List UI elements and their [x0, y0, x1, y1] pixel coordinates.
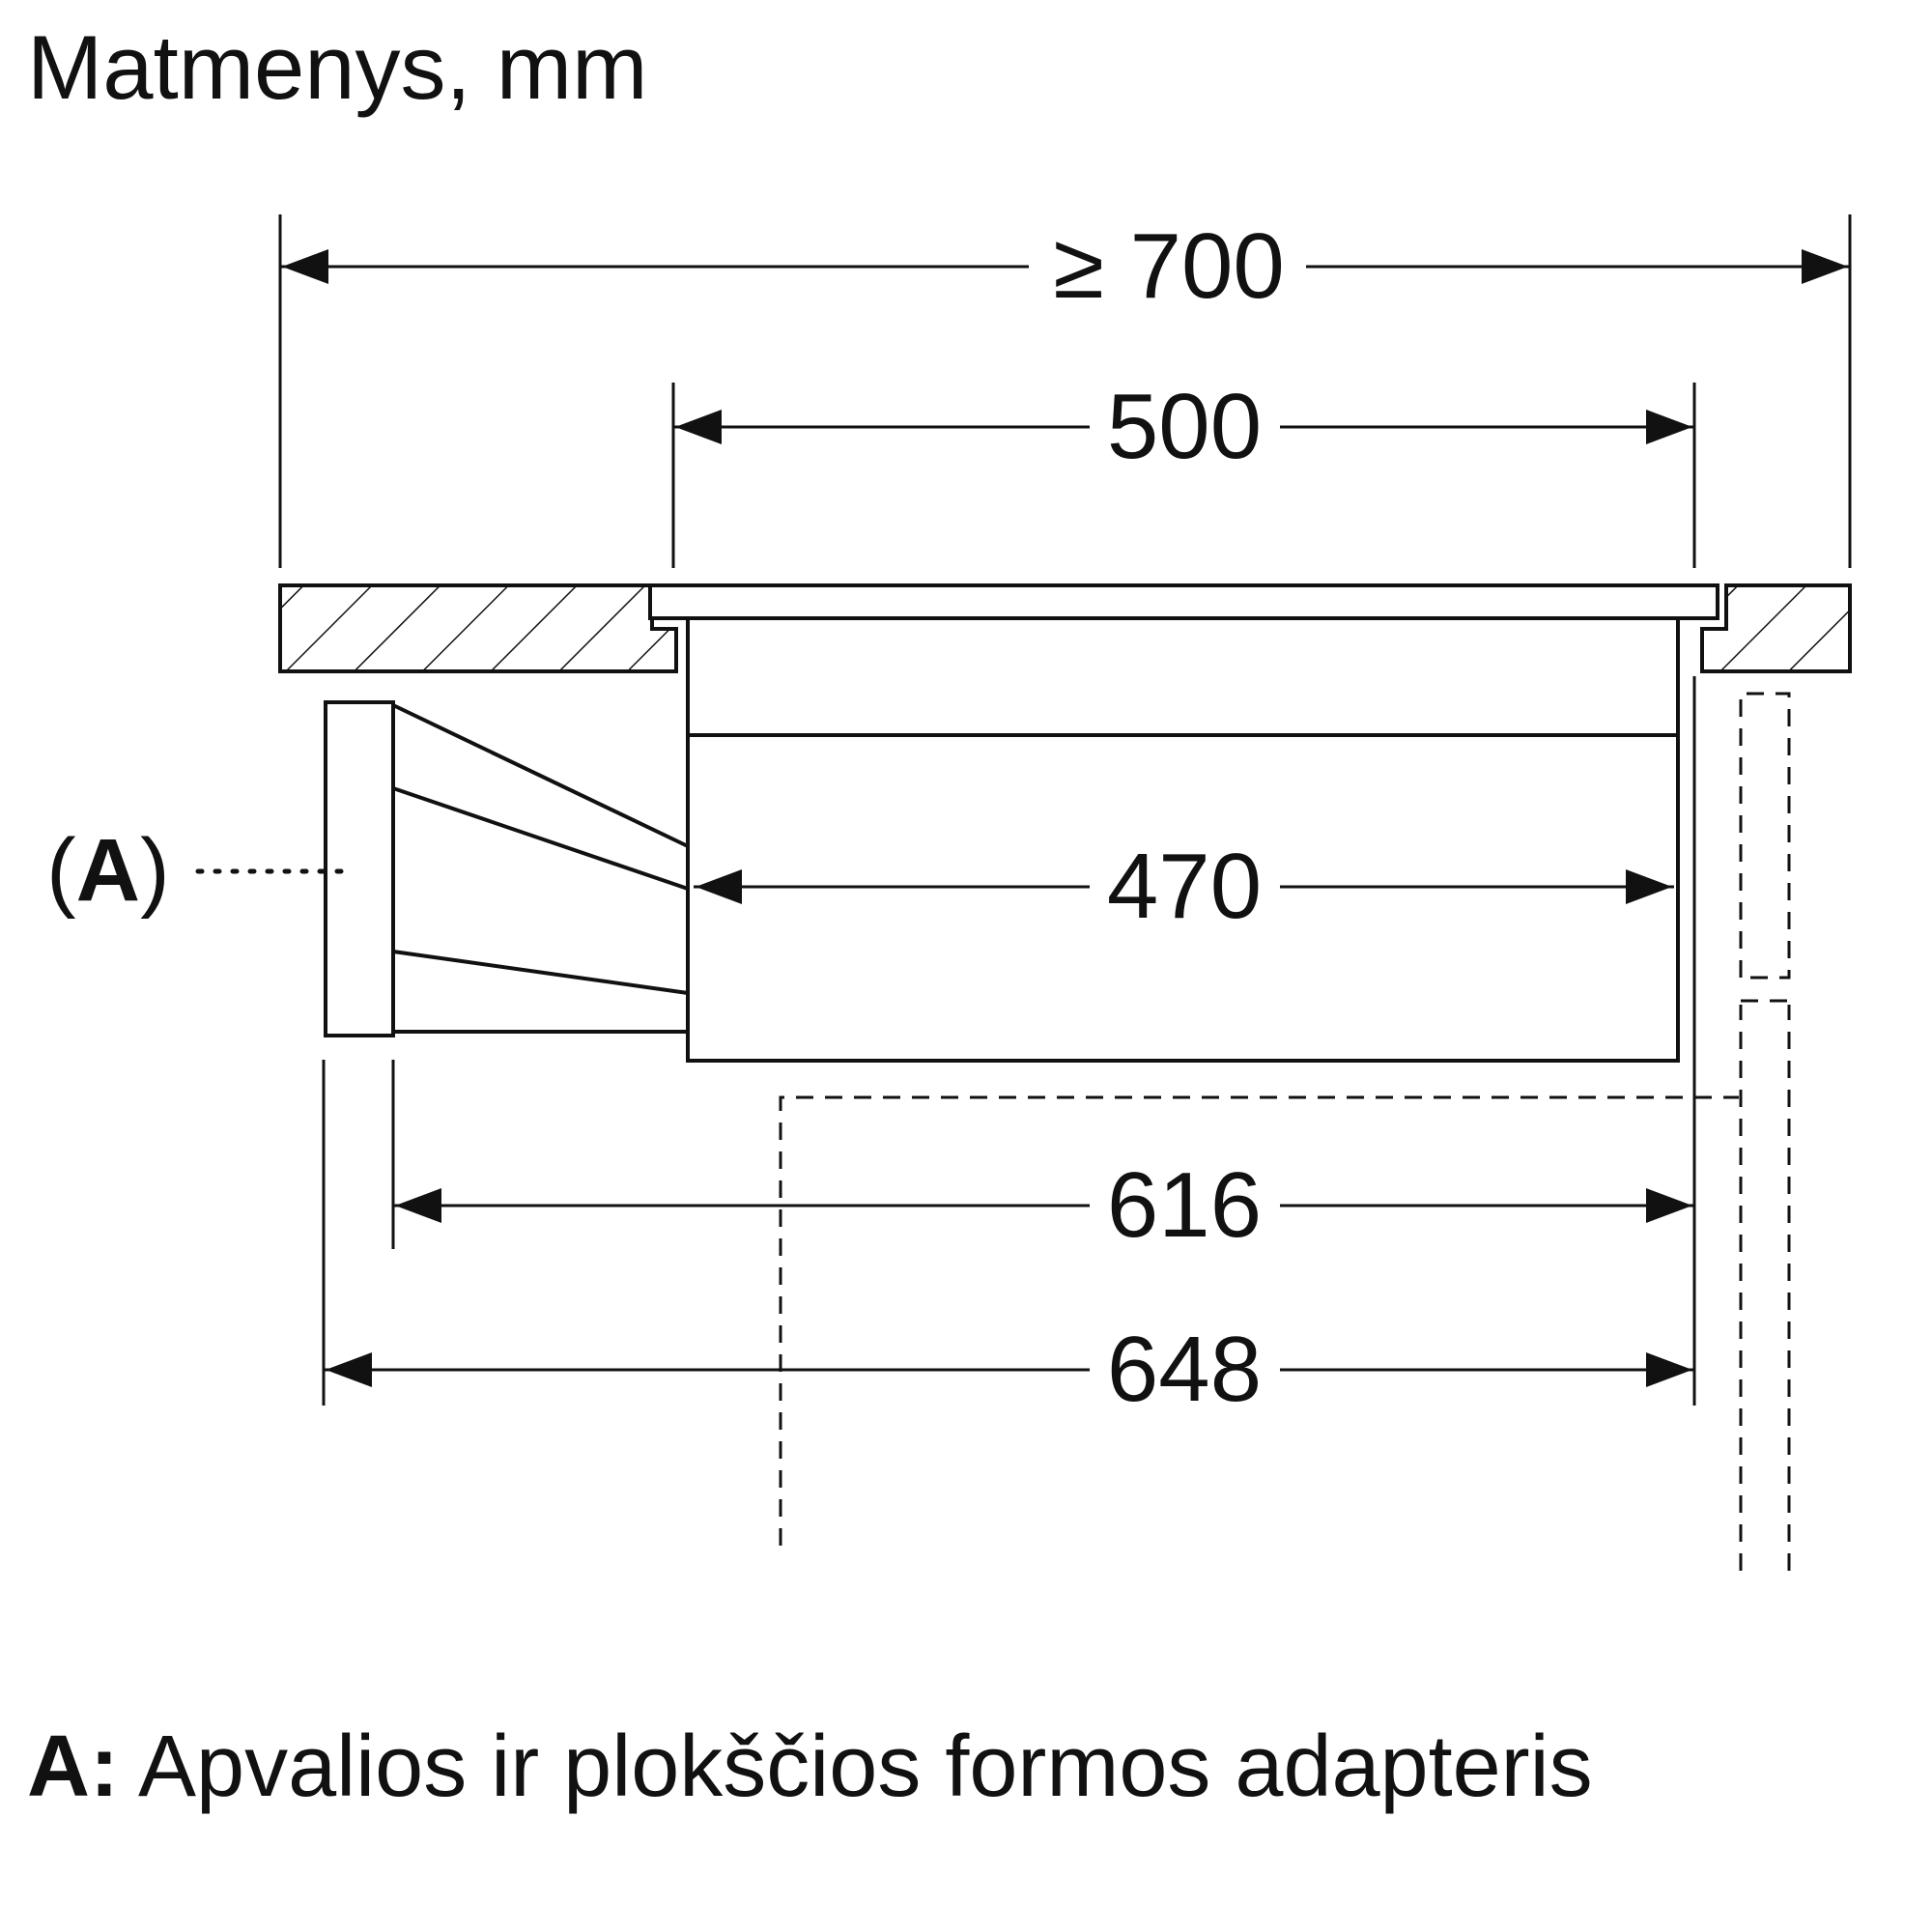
hob-body — [686, 616, 1680, 1063]
callout-open-paren: ( — [46, 821, 76, 920]
dimension-cutout-width: 500 — [673, 375, 1694, 478]
callout-a: (A) — [46, 821, 346, 920]
legend: A: Apvalios ir plokščios formos adapteri… — [27, 1719, 1593, 1815]
cabinet-outline-dashed — [779, 692, 1791, 1571]
page-title: Matmenys, mm — [27, 16, 648, 118]
dimension-overall-width: ≥ 700 — [280, 214, 1850, 318]
hob-top-plate — [648, 583, 1719, 620]
worktop-left — [278, 583, 678, 673]
dimension-depth-inner-label: 616 — [1107, 1153, 1262, 1257]
dimension-depth-total: 648 — [324, 1318, 1694, 1421]
svg-text:(A): (A) — [46, 821, 170, 920]
dimension-unit-width: 470 — [694, 835, 1674, 938]
legend-text: Apvalios ir plokščios formos adapteris — [138, 1719, 1593, 1815]
dimension-depth-inner: 616 — [393, 1153, 1694, 1257]
dimension-unit-width-label: 470 — [1107, 835, 1262, 938]
worktop-right — [1700, 583, 1852, 673]
dimension-cutout-width-label: 500 — [1107, 375, 1262, 478]
duct-adapter — [324, 700, 689, 1037]
callout-close-paren: ) — [140, 821, 170, 920]
callout-letter: A — [76, 821, 140, 920]
extension-lines — [278, 214, 1852, 1406]
legend-key: A: — [27, 1719, 119, 1815]
dimension-overall-width-label: ≥ 700 — [1053, 214, 1285, 318]
dimension-depth-total-label: 648 — [1107, 1318, 1262, 1421]
